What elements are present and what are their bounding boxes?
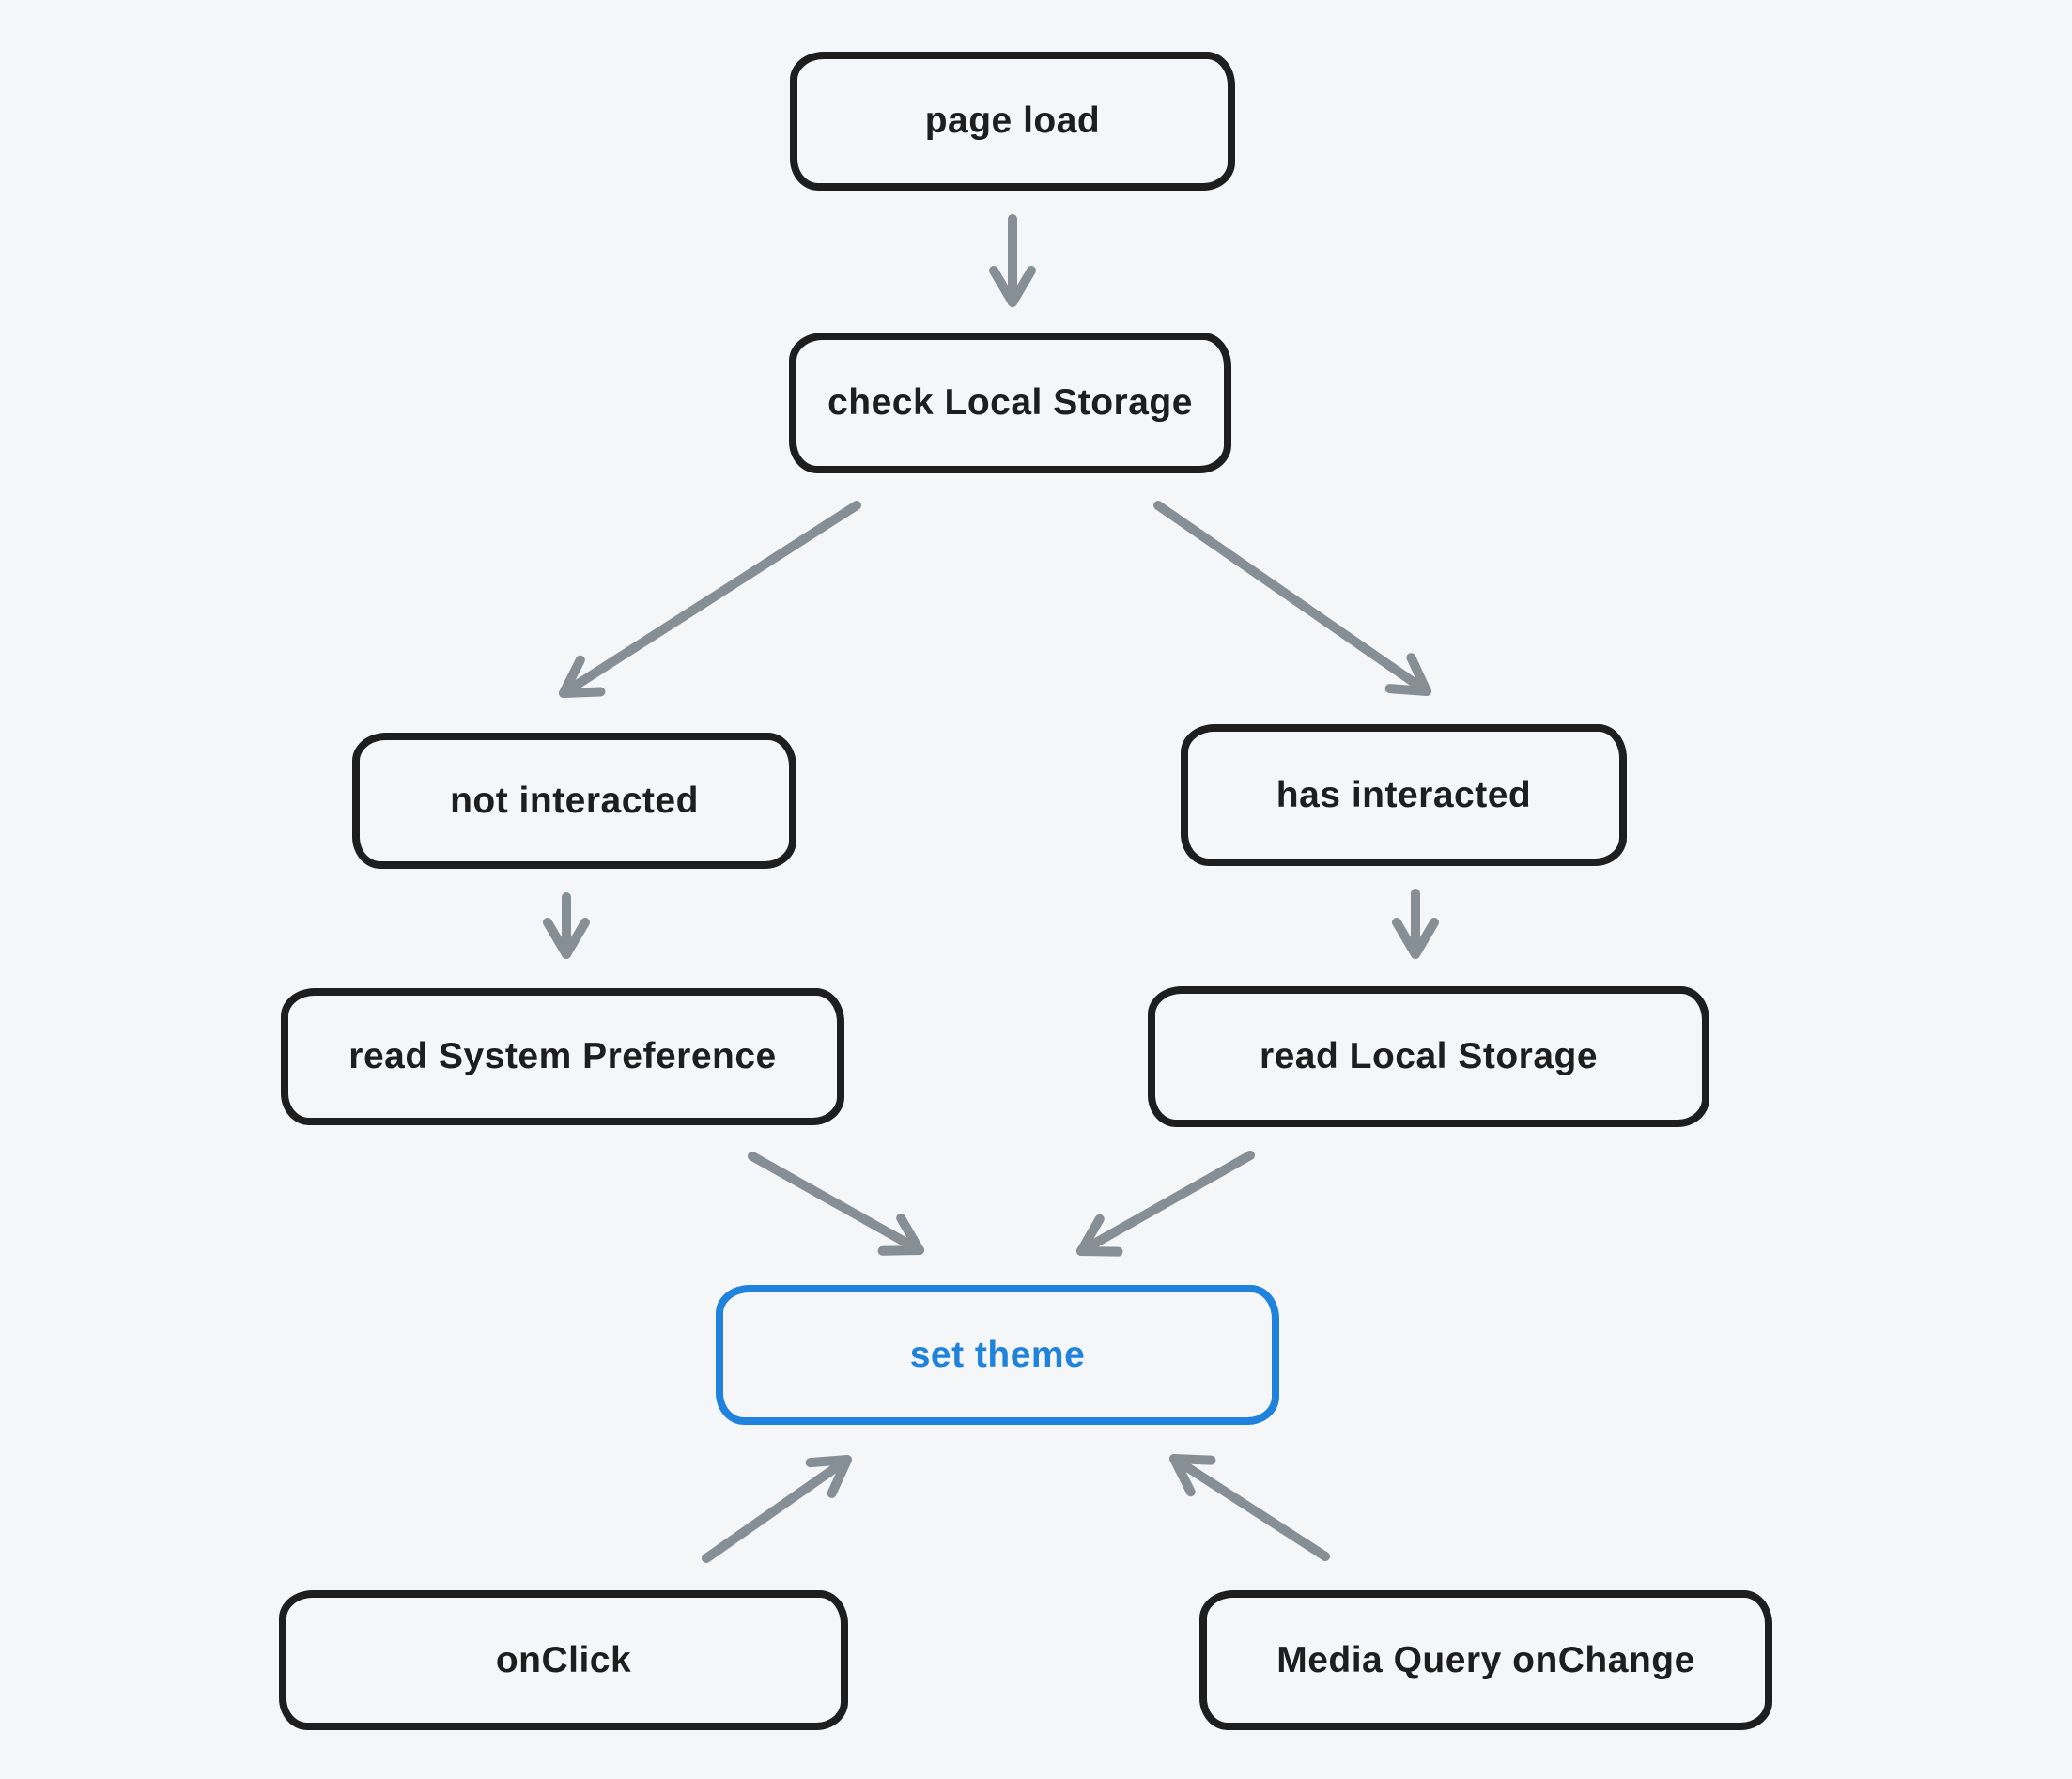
node-read-system-preference-label: read System Preference	[348, 1036, 777, 1076]
node-media-query-onchange: Media Query onChange	[1199, 1590, 1772, 1730]
node-onclick: onClick	[279, 1590, 848, 1730]
node-has-interacted: has interacted	[1181, 724, 1627, 866]
node-media-query-onchange-label: Media Query onChange	[1276, 1639, 1695, 1680]
arrow-media-query-onchange-to-set-theme	[1169, 1454, 1330, 1561]
node-has-interacted-label: has interacted	[1276, 774, 1532, 815]
arrow-check-local-storage-to-not-interacted	[559, 501, 861, 698]
node-check-local-storage: check Local Storage	[789, 333, 1231, 473]
node-set-theme: set theme	[716, 1285, 1279, 1425]
node-read-system-preference: read System Preference	[281, 988, 844, 1125]
arrow-check-local-storage-to-has-interacted	[1153, 501, 1431, 696]
node-check-local-storage-label: check Local Storage	[827, 382, 1193, 423]
node-page-load: page load	[790, 52, 1235, 191]
node-read-local-storage: read Local Storage	[1148, 986, 1709, 1127]
arrow-onclick-to-set-theme	[702, 1455, 852, 1563]
node-onclick-label: onClick	[495, 1639, 632, 1680]
arrow-read-local-storage-to-set-theme	[1076, 1151, 1255, 1257]
node-not-interacted-label: not interacted	[450, 780, 699, 821]
node-set-theme-label: set theme	[909, 1334, 1086, 1375]
node-not-interacted: not interacted	[352, 733, 796, 869]
arrow-read-system-preference-to-set-theme	[748, 1152, 924, 1256]
node-read-local-storage-label: read Local Storage	[1259, 1036, 1599, 1076]
node-page-load-label: page load	[924, 101, 1101, 141]
